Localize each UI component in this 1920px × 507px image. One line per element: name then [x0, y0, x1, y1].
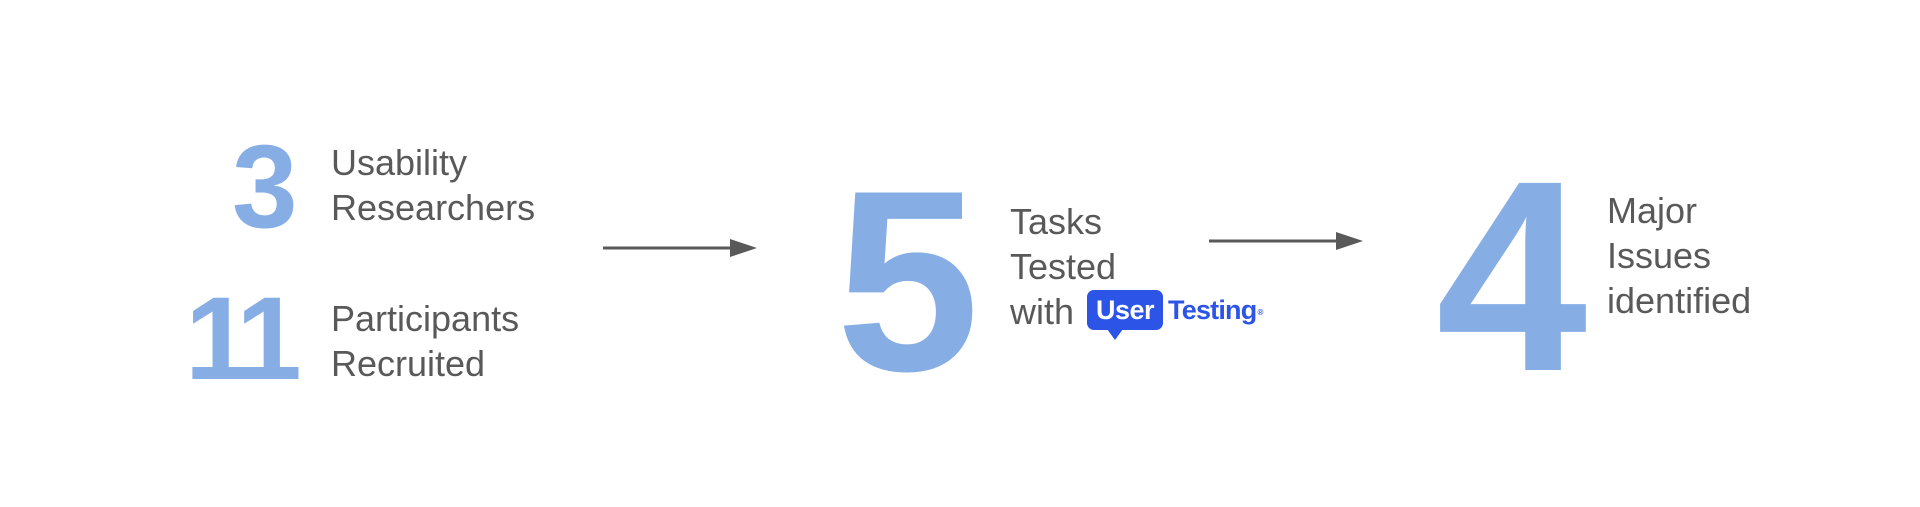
- usertesting-logo-user: User: [1087, 290, 1164, 340]
- stat-tasks-label-line1: Tasks: [1010, 201, 1103, 242]
- usertesting-logo-testing: Testing: [1168, 295, 1257, 325]
- stat-participants-number: 11: [185, 273, 302, 405]
- stat-issues-label-line1: Major: [1607, 190, 1698, 231]
- stat-tasks-number: 5: [836, 136, 980, 425]
- stat-issues-label: Major Issues identified: [1607, 188, 1751, 323]
- stat-issues-number: 4: [1436, 124, 1588, 428]
- stat-tasks-label: Tasks Tested with: [1010, 199, 1116, 334]
- stat-researchers-label-line1: Usability: [331, 142, 468, 183]
- stat-participants-label-line1: Participants: [331, 298, 520, 339]
- speech-bubble-tail-icon: [1107, 329, 1123, 340]
- usertesting-logo-user-text: User: [1096, 295, 1155, 325]
- registered-mark: ®: [1257, 308, 1264, 317]
- stat-researchers-number: 3: [232, 121, 298, 253]
- stat-issues-label-line2: Issues: [1607, 235, 1712, 276]
- arrow-right-icon: [603, 239, 757, 257]
- arrow-right-icon: [1209, 232, 1363, 250]
- stat-researchers-label-line2: Researchers: [331, 187, 536, 228]
- stat-tasks-label-line2: Tested: [1010, 246, 1117, 287]
- stat-participants-label: Participants Recruited: [331, 296, 519, 386]
- stat-researchers-label: Usability Researchers: [331, 140, 535, 230]
- stat-participants-label-line2: Recruited: [331, 343, 486, 384]
- stat-tasks-label-line3: with: [1010, 291, 1075, 332]
- stat-issues-label-line3: identified: [1607, 280, 1752, 321]
- usertesting-logo: User Testing ®: [1087, 290, 1264, 340]
